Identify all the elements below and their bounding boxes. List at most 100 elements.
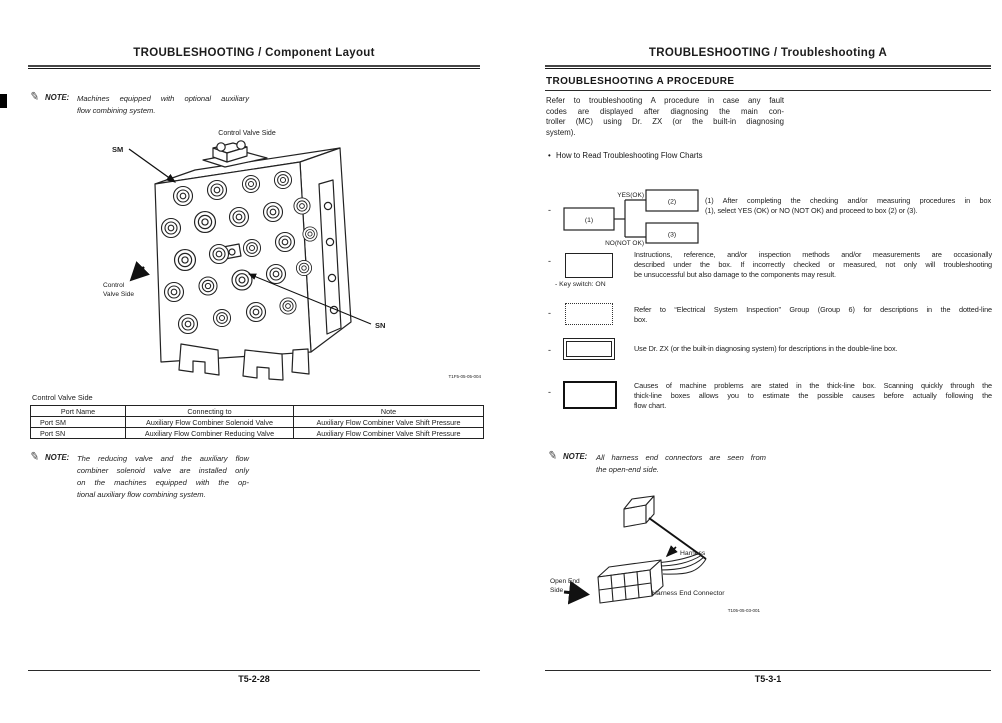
sn-label: SN: [375, 321, 385, 330]
harness-arrow: [665, 545, 678, 558]
flow-no-label: NO(NOT OK): [605, 240, 644, 247]
note-label: NOTE:: [45, 93, 70, 102]
flow-row3-text: Refer to “Electrical System Inspection” …: [634, 305, 992, 325]
sm-arrow: [128, 148, 177, 183]
table-row: Port SN Auxiliary Flow Combiner Reducing…: [30, 427, 484, 439]
note-line: All harness end connectors are seen from: [596, 453, 766, 462]
cell-connecting-to: Auxiliary Flow Combiner Reducing Valve: [125, 427, 294, 439]
flow-yes-label: YES(OK): [617, 192, 644, 199]
note-line: tional auxiliary flow combining system.: [77, 490, 206, 499]
note-right-text: All harness end connectors are seen from…: [596, 452, 766, 476]
plain-box-symbol: [565, 253, 613, 278]
left-page-number: T5-2-28: [238, 674, 270, 684]
note-line: flow combining system.: [77, 106, 156, 115]
intro-line: codes are displayed after diagnosing the…: [546, 106, 784, 116]
bullet-text: How to Read Troubleshooting Flow Charts: [556, 151, 703, 160]
harness-label: Harness: [680, 550, 706, 557]
revision-mark: [0, 94, 7, 108]
open-end-label-line1: Open End: [550, 578, 580, 585]
sample-flowchart: (1) (2) (3) YES(OK) NO(NOT OK): [563, 189, 699, 247]
note-line: Machines equipped with optional auxiliar…: [77, 94, 249, 103]
flow-text-line: Use Dr. ZX (or the built-in diagnosing s…: [634, 344, 898, 353]
double-line-box-inner: [566, 341, 612, 357]
section-heading: TROUBLESHOOTING A PROCEDURE: [546, 76, 735, 87]
flow-text-line: Instructions, reference, and/or inspecti…: [634, 250, 992, 259]
figure-code: T105-05-03-001: [728, 608, 761, 613]
right-page-number: T5-3-1: [754, 674, 782, 684]
key-switch-caption: - Key switch: ON: [555, 281, 606, 288]
note-line: the open-end side.: [596, 465, 659, 474]
flow-row-dash: -: [548, 205, 551, 215]
flow-row-dash: -: [548, 345, 551, 355]
sn-arrow: [247, 273, 372, 325]
cell-note: Auxiliary Flow Combiner Valve Shift Pres…: [293, 416, 484, 428]
right-header-rule: [545, 65, 991, 69]
flow-text-line: described under the box. If incorrectly …: [634, 260, 992, 269]
flow-row2-text: Instructions, reference, and/or inspecti…: [634, 250, 992, 280]
table-header-row: Port Name Connecting to Note: [30, 405, 484, 417]
flow-row4-text: Use Dr. ZX (or the built-in diagnosing s…: [634, 344, 992, 354]
flow-text-line: (1), select YES (OK) or NO (NOT OK) and …: [705, 206, 918, 215]
side-label-line2: Valve Side: [103, 291, 134, 298]
flow-row5-text: Causes of machine problems are stated in…: [634, 381, 992, 411]
note-pencil-icon: ✎: [28, 90, 41, 104]
flow-text-line: thick-line boxes allows you to estimate …: [634, 391, 992, 400]
double-line-box-symbol: [563, 338, 615, 360]
intro-line: system).: [546, 127, 576, 137]
flow-box2-label: (2): [668, 199, 676, 206]
flow-text-line: (1) After completing the checking and/or…: [705, 196, 991, 205]
cell-note: Auxiliary Flow Combiner Valve Shift Pres…: [293, 427, 484, 439]
diagram-top-label: Control Valve Side: [218, 130, 276, 137]
left-page-title: TROUBLESHOOTING / Component Layout: [133, 47, 375, 59]
side-view-arrow: [129, 261, 150, 282]
intro-line: Refer to troubleshooting A procedure in …: [546, 96, 784, 105]
harness-connector-diagram: Harness Open End Side Harness End Connec…: [550, 495, 761, 613]
note-label: NOTE:: [45, 453, 70, 462]
flow-text-line: Refer to “Electrical System Inspection” …: [634, 305, 992, 314]
open-end-label-line2: Side: [550, 587, 564, 594]
port-table: Port Name Connecting to Note Port SM Aux…: [30, 405, 484, 439]
flow-row-dash: -: [548, 308, 551, 318]
flow-text-line: box.: [634, 315, 648, 324]
note-pencil-icon: ✎: [546, 449, 559, 463]
note-pencil-icon: ✎: [28, 450, 41, 464]
col-header: Connecting to: [125, 405, 294, 417]
note-line: on the machines equipped with the op-: [77, 478, 249, 487]
flow-box3-label: (3): [668, 232, 676, 239]
flow-text-line: flow chart.: [634, 401, 667, 410]
section-heading-rule: [545, 90, 991, 91]
table-caption: Control Valve Side: [32, 393, 93, 402]
cell-port-name: Port SN: [30, 427, 126, 439]
connector-label: Harness End Connector: [652, 590, 725, 597]
note-label: NOTE:: [563, 452, 588, 461]
flow-row-dash: -: [548, 387, 551, 397]
dotted-box-symbol: [565, 303, 613, 325]
sm-label: SM: [112, 145, 123, 154]
right-footer-rule: [545, 670, 991, 671]
cell-connecting-to: Auxiliary Flow Combiner Solenoid Valve: [125, 416, 294, 428]
cell-port-name: Port SM: [30, 416, 126, 428]
left-header-rule: [28, 65, 480, 69]
thick-box-symbol: [563, 381, 617, 409]
flow-row-dash: -: [548, 256, 551, 266]
col-header: Note: [293, 405, 484, 417]
flow-box1-label: (1): [585, 217, 593, 224]
left-footer-rule: [28, 670, 480, 671]
note-line: The reducing valve and the auxiliary flo…: [77, 454, 249, 463]
harness-line: [648, 517, 707, 560]
open-end-arrow: [563, 580, 590, 605]
right-page-title: TROUBLESHOOTING / Troubleshooting A: [648, 47, 888, 59]
flow-text-line: Causes of machine problems are stated in…: [634, 381, 992, 390]
plug-connector: [623, 495, 655, 528]
side-label-line1: Control: [103, 282, 125, 289]
intro-paragraph: Refer to troubleshooting A procedure in …: [546, 96, 784, 138]
table-row: Port SM Auxiliary Flow Combiner Solenoid…: [30, 416, 484, 428]
note-bottom-text: The reducing valve and the auxiliary flo…: [77, 453, 249, 501]
figure-code: T1F5-05-05-004: [448, 374, 481, 379]
control-valve-diagram: SM SN Control Valve Side Control Valve S…: [103, 130, 481, 381]
harness-end-connector: [597, 559, 664, 604]
note-top-text: Machines equipped with optional auxiliar…: [77, 93, 249, 117]
flow-text-line: be unsuccessful but also damage to the c…: [634, 270, 836, 279]
bullet-dot-icon: •: [548, 151, 551, 160]
bullet-item: • How to Read Troubleshooting Flow Charts: [548, 151, 702, 160]
